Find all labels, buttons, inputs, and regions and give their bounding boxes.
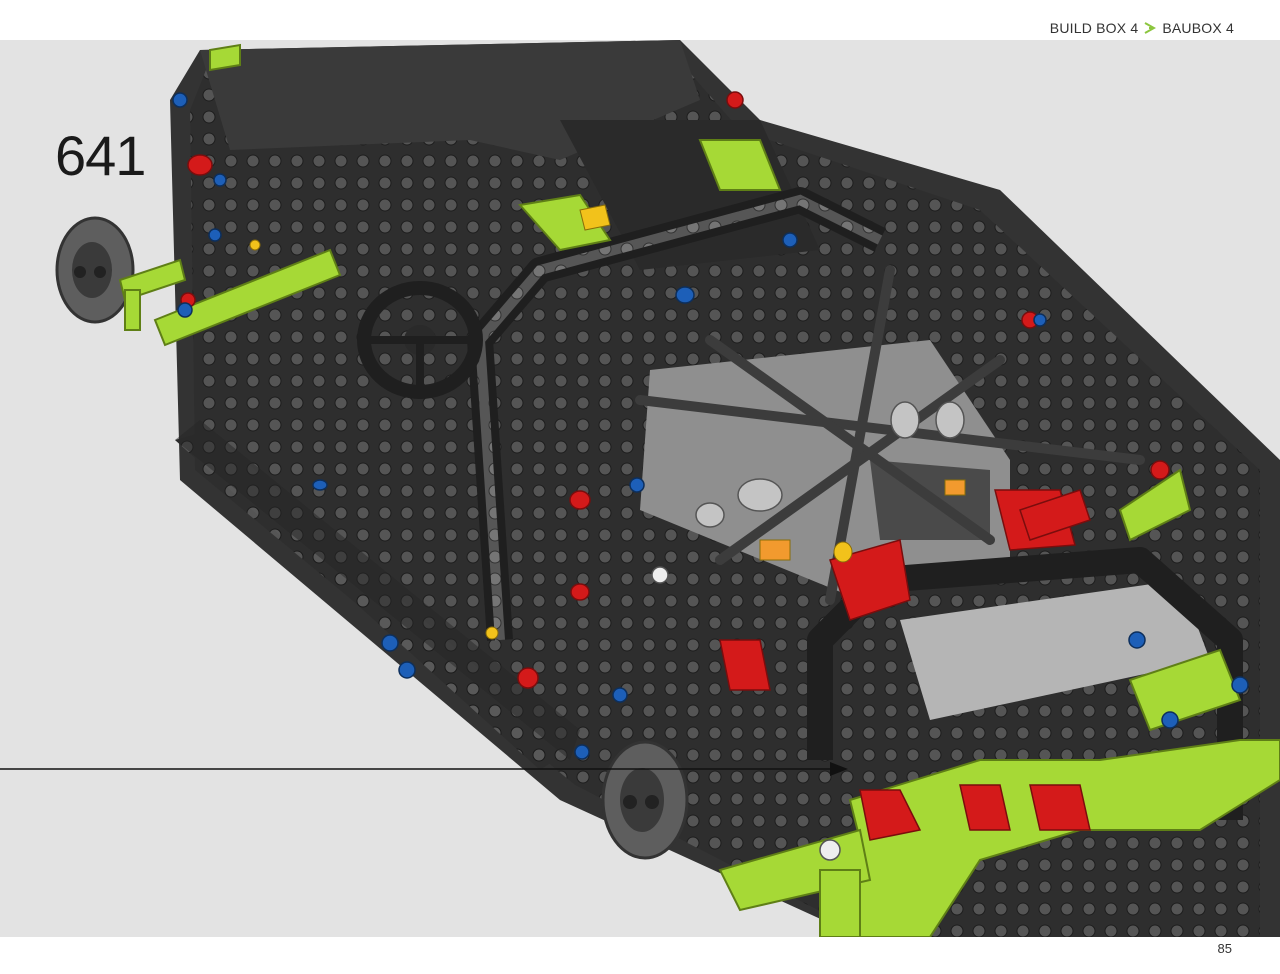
page-header: BUILD BOX 4 BAUBOX 4 [0,0,1280,40]
chassis-illustration [0,40,1280,937]
chevron-right-icon [1144,22,1157,34]
breadcrumb-build-box: BUILD BOX 4 [1049,20,1139,36]
blue-pins [172,92,1249,760]
steering-wheel [357,281,483,399]
yellow-parts [249,204,966,640]
breadcrumb-baubox: BAUBOX 4 [1162,20,1234,36]
wheel-hub-right [601,740,689,860]
red-pins [180,91,1170,841]
side-beams [175,420,580,770]
step-number: 641 [55,124,146,187]
wheel-hub-left [55,216,135,324]
page-number: 85 [1217,941,1232,956]
breadcrumb: BUILD BOX 4 BAUBOX 4 [1050,20,1234,36]
callout-arrow [0,762,848,776]
cross-brace [635,265,1145,605]
instruction-canvas: 641 [0,40,1280,937]
page-footer: 85 [0,937,1280,974]
grey-joints [651,401,965,861]
